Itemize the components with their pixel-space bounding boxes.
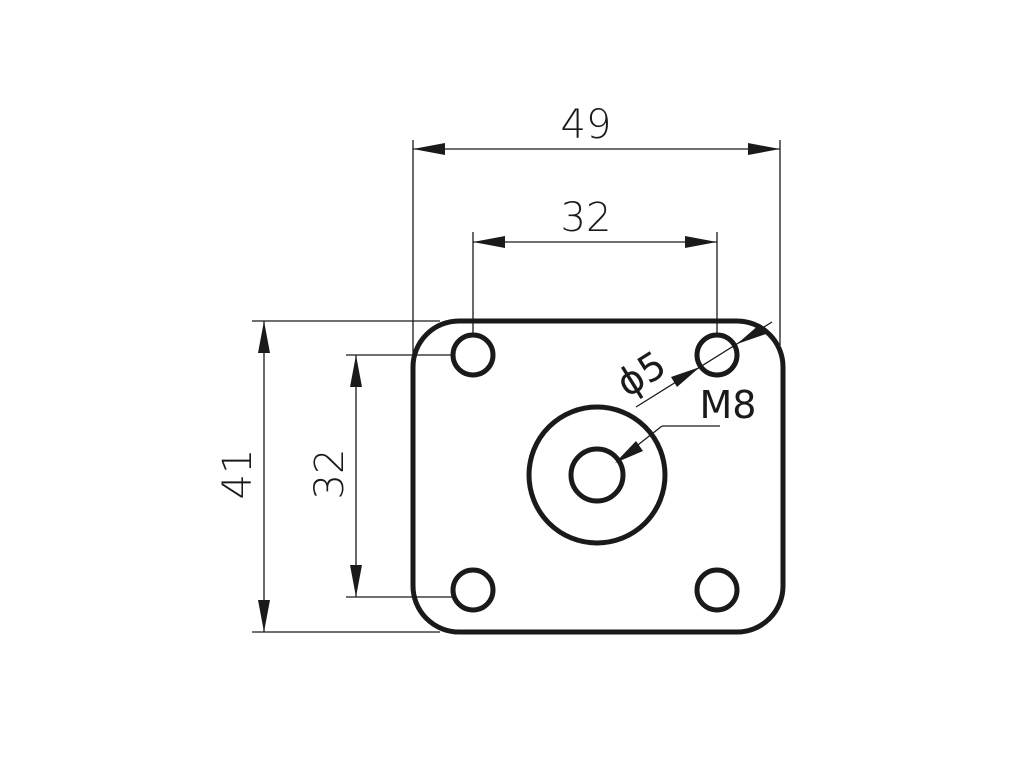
hole-spacing-horizontal-label: 32: [561, 195, 612, 241]
mounting-hole-top-left: [450, 332, 496, 378]
arrowhead-left: [413, 143, 445, 155]
overall-height-dimension: 41: [215, 320, 440, 633]
leader-arrowhead: [615, 441, 643, 463]
leader-arrowhead-outer: [737, 324, 766, 344]
arrowhead-bottom: [258, 600, 270, 632]
arrowhead-left: [473, 236, 505, 248]
plate-outline: [410, 318, 786, 635]
leader-arrowhead: [671, 367, 700, 387]
center-boss: [526, 404, 668, 546]
hole-diameter-label: ϕ5: [609, 342, 674, 405]
center-thread-label: M8: [700, 383, 757, 427]
center-thread-hole: [568, 446, 626, 504]
arrowhead-top: [258, 321, 270, 353]
overall-width-dimension: 49: [412, 102, 781, 430]
hole-spacing-vertical-dimension: 32: [307, 354, 455, 598]
overall-height-label: 41: [215, 449, 261, 500]
mounting-hole-bottom-right: [694, 567, 740, 613]
arrowhead-bottom: [350, 565, 362, 597]
hole-spacing-horizontal-dimension: 32: [472, 195, 718, 335]
arrowhead-right: [685, 236, 717, 248]
arrowhead-top: [350, 355, 362, 387]
mounting-hole-bottom-left: [450, 567, 496, 613]
overall-width-label: 49: [561, 102, 612, 148]
hole-spacing-vertical-label: 32: [307, 449, 353, 500]
center-thread-callout: M8: [615, 383, 756, 463]
arrowhead-right: [748, 143, 780, 155]
mounting-hole-top-right: [694, 332, 740, 378]
